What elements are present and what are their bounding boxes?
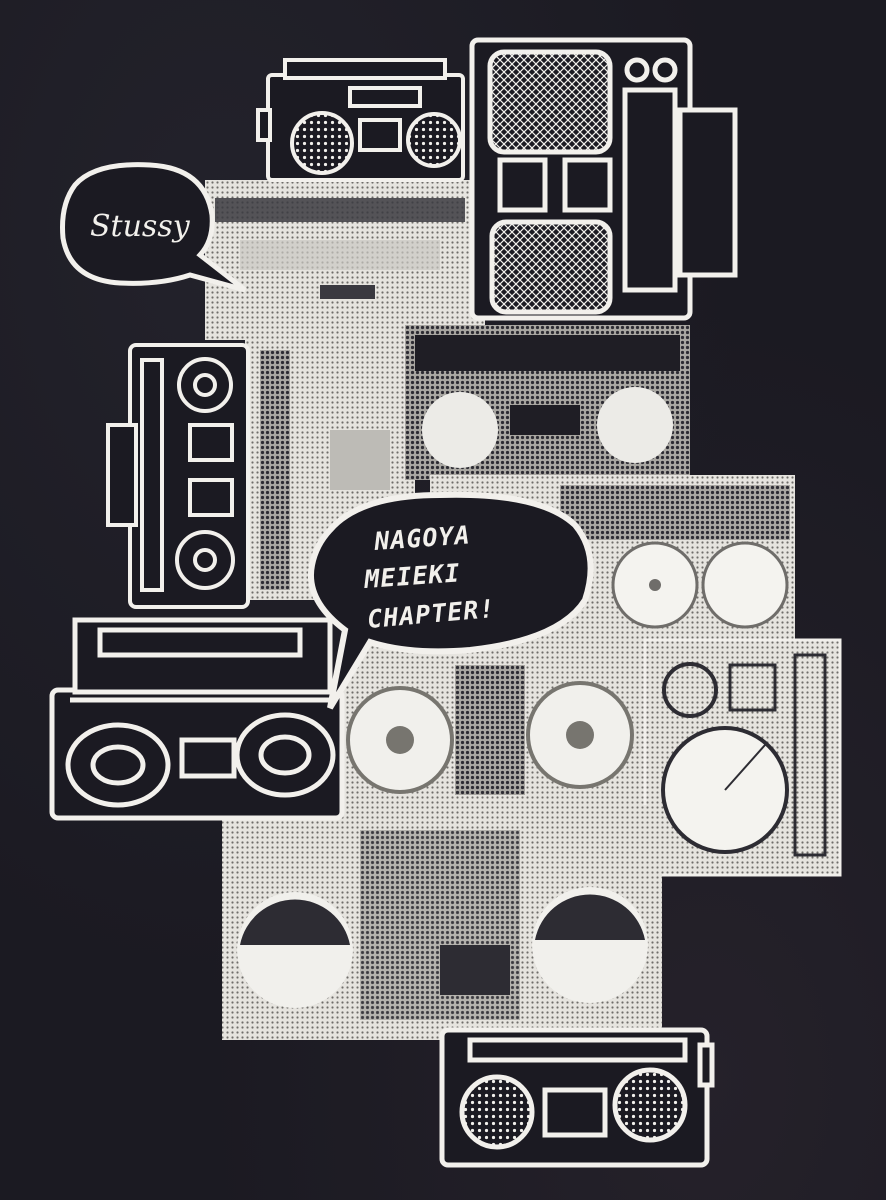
- boombox-drawing-top-right: [469, 37, 738, 321]
- chapter-speech-bubble: [308, 491, 594, 710]
- boombox-drawing-lower-left: [49, 617, 345, 821]
- stussy-logo: Stussy: [90, 209, 191, 244]
- photo-panel-top: [205, 180, 485, 340]
- photo-panel-speakers: [340, 640, 650, 810]
- boombox-drawing-top: [256, 58, 465, 182]
- boombox-drawing-bottom: [439, 1027, 715, 1168]
- bubble-line-1: NAGOYA: [372, 520, 471, 556]
- boombox-drawing-left: [106, 343, 250, 609]
- photo-panel-turntable: [643, 638, 842, 877]
- photo-panel-bottom: [222, 805, 662, 1040]
- photo-panel-boombox-center: [405, 325, 690, 480]
- logo-speech-bubble: [60, 162, 247, 293]
- bubble-line-2: MEIEKI: [362, 558, 461, 594]
